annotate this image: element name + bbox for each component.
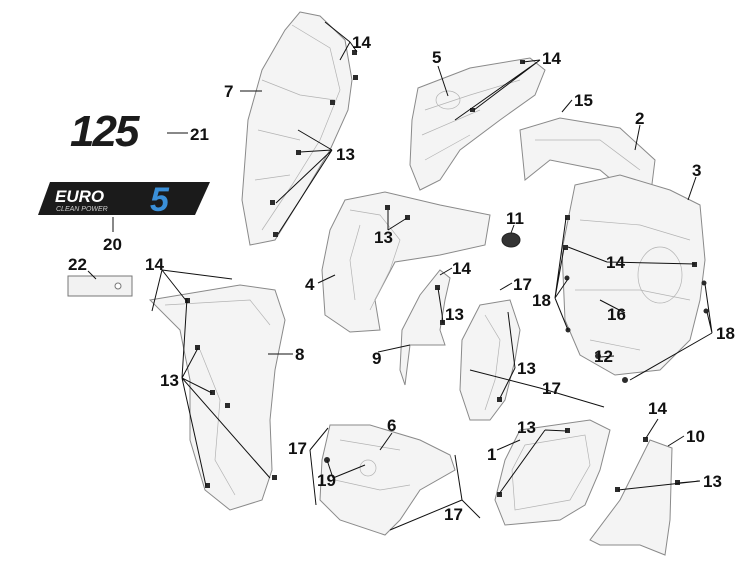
callout-17-bottom: 17 (444, 505, 463, 524)
callout-labels: 14 7 13 5 14 15 2 3 21 20 22 14 8 13 13 … (68, 33, 735, 524)
decal-20-euro5: EURO 5 CLEAN POWER (38, 181, 210, 219)
euro-subtitle: CLEAN POWER (56, 206, 108, 213)
decal-21-125: 125 (70, 107, 142, 156)
callout-14-lower-right: 14 (648, 399, 667, 418)
part-1-lower-frame (494, 419, 611, 526)
part-10-lower-trim (589, 437, 680, 556)
callout-13-upper: 13 (336, 145, 355, 164)
part-4-front-shield (321, 191, 491, 333)
callout-12: 12 (594, 347, 613, 366)
callout-13-bracket: 13 (445, 305, 464, 324)
callout-17-left: 17 (288, 439, 307, 458)
callout-14-bracket: 14 (452, 259, 471, 278)
decal-125-text: 125 (70, 107, 140, 156)
callout-14-top-left: 14 (352, 33, 371, 52)
callout-2: 2 (635, 109, 644, 128)
callout-14-top-center: 14 (542, 49, 561, 68)
callout-3: 3 (692, 161, 701, 180)
callout-20: 20 (103, 235, 122, 254)
callout-8: 8 (295, 345, 304, 364)
part-11-emblem (501, 232, 521, 248)
callout-17-long: 17 (542, 379, 561, 398)
callout-21: 21 (190, 125, 209, 144)
part-6-floor-panel (319, 424, 456, 536)
part-5-upper-cover (409, 57, 546, 191)
callout-18-right: 18 (716, 324, 735, 343)
callout-13-left: 13 (160, 371, 179, 390)
part-13-center-panel (459, 299, 521, 421)
euro-digit: 5 (150, 181, 170, 219)
callout-14-right: 14 (606, 253, 625, 272)
callout-15: 15 (574, 91, 593, 110)
part-9-bracket (399, 269, 451, 386)
callout-10: 10 (686, 427, 705, 446)
callout-13-lower-right: 13 (703, 472, 722, 491)
leader-lines (87, 21, 713, 531)
callout-17-center: 17 (513, 275, 532, 294)
part-3-16-inner-shield (561, 174, 709, 383)
callout-4: 4 (305, 275, 315, 294)
callout-16: 16 (607, 305, 626, 324)
callout-19: 19 (317, 471, 336, 490)
decal-22-label (67, 275, 133, 297)
callout-9: 9 (372, 349, 381, 368)
callout-13-lower: 13 (517, 418, 536, 437)
euro-word: EURO (55, 187, 104, 206)
callout-7: 7 (224, 82, 233, 101)
callout-22: 22 (68, 255, 87, 274)
callout-14-left: 14 (145, 255, 164, 274)
callout-13-center: 13 (517, 359, 536, 378)
callout-6: 6 (387, 416, 396, 435)
part-8-side-panel (148, 284, 286, 511)
callout-18-left: 18 (532, 291, 551, 310)
callout-13-shield: 13 (374, 228, 393, 247)
callout-11: 11 (506, 209, 524, 228)
callout-1: 1 (487, 445, 496, 464)
callout-5: 5 (432, 48, 441, 67)
